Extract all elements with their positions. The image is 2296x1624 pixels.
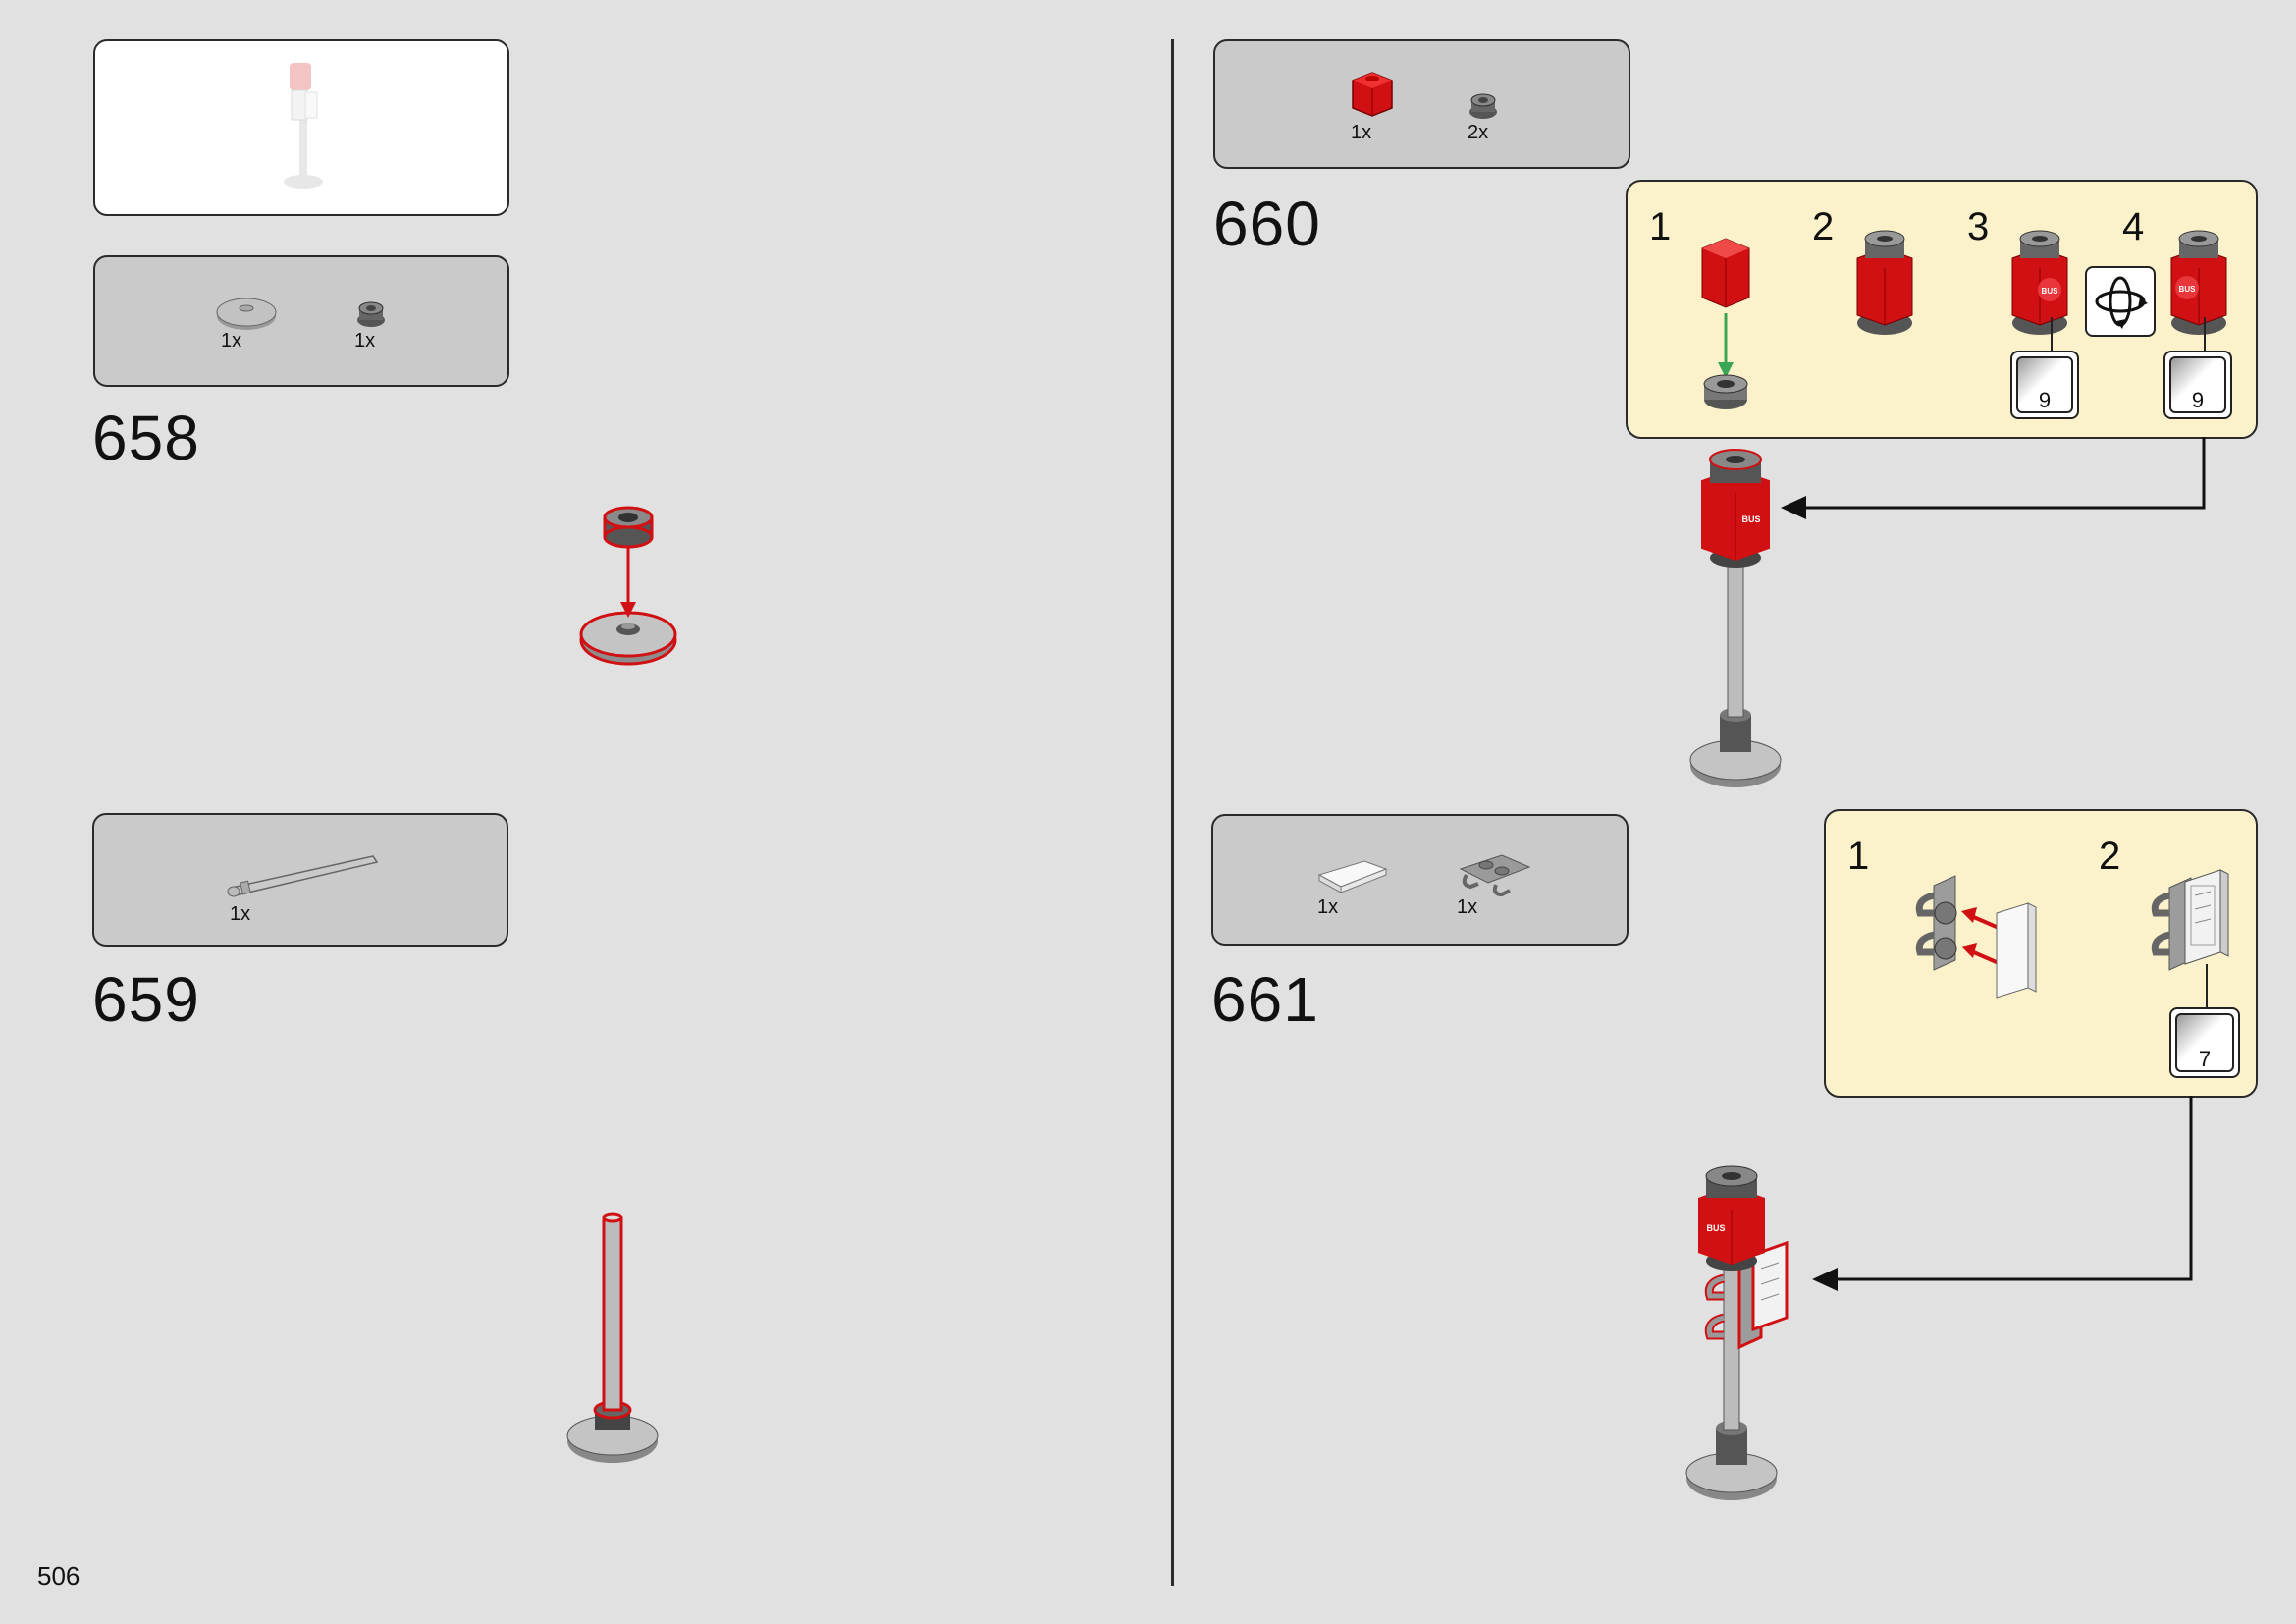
preview-box — [93, 39, 509, 216]
step-661-build-image: BUS — [1685, 1165, 1789, 1500]
red-brick-icon — [1352, 72, 1393, 117]
substep-number: 4 — [2122, 205, 2145, 248]
parts-box-660: 1x 2x — [1213, 39, 1630, 169]
bus-sticker-label: BUS — [1706, 1223, 1725, 1233]
substep-3-image: BUS — [2011, 230, 2068, 335]
callout-arrow-661 — [1812, 1096, 2193, 1291]
substep-1-image — [1915, 875, 2037, 999]
sticker-number: 9 — [2191, 388, 2205, 412]
step-number-659: 659 — [92, 964, 200, 1035]
part-qty: 1x — [230, 903, 251, 925]
substep-number: 1 — [1649, 205, 1672, 248]
part-qty: 1x — [1457, 896, 1478, 918]
round-brick-dark-icon — [357, 301, 385, 327]
part-qty: 1x — [221, 330, 242, 352]
parts-box-661: 1x 1x — [1211, 814, 1629, 946]
substep-4-image: BUS — [2170, 230, 2227, 335]
parts-box-659: 1x — [92, 813, 508, 947]
substep-number: 3 — [1967, 205, 1990, 248]
substep-2-image — [2151, 869, 2229, 971]
sticker-number: 9 — [2038, 388, 2052, 412]
step-658-build-image — [579, 506, 677, 666]
bus-sticker-label: BUS — [2179, 285, 2197, 294]
substep-number: 2 — [1812, 205, 1835, 248]
substep-number: 2 — [2099, 835, 2121, 878]
round-plate-icon — [216, 298, 277, 330]
sticker-callout-9: 9 — [2163, 351, 2232, 419]
clip-plate-icon — [1459, 854, 1531, 897]
part-qty: 1x — [1317, 896, 1339, 918]
part-qty: 1x — [1351, 122, 1372, 143]
rotate-model-icon — [2085, 266, 2156, 337]
parts-box-658: 1x 1x — [93, 255, 509, 387]
step-659-build-image — [566, 1212, 659, 1463]
step-660-build-image: BUS — [1689, 449, 1782, 787]
part-qty: 1x — [354, 330, 376, 352]
substep-panel-661: 1 2 7 — [1824, 809, 2258, 1098]
step-number-661: 661 — [1211, 964, 1319, 1035]
step-number-658: 658 — [92, 403, 200, 473]
substep-2-image — [1856, 230, 1913, 335]
bar-pole-icon — [227, 855, 379, 897]
callout-arrow-660 — [1781, 437, 2206, 519]
page-number: 506 — [37, 1561, 80, 1591]
preview-model-image — [284, 63, 323, 189]
bus-sticker-label: BUS — [2042, 287, 2059, 296]
substep-1-image — [1701, 238, 1750, 409]
sticker-callout-7: 7 — [2169, 1007, 2240, 1078]
sticker-number: 7 — [2198, 1047, 2212, 1071]
substep-number: 1 — [1847, 835, 1870, 878]
substep-panel-660: 1 2 3 4 BUS 9 — [1626, 180, 2258, 439]
sticker-callout-9: 9 — [2010, 351, 2079, 419]
step-number-660: 660 — [1213, 189, 1321, 259]
white-tile-icon — [1317, 860, 1388, 893]
round-brick-dark-icon — [1469, 93, 1497, 119]
bus-sticker-label: BUS — [1741, 514, 1760, 524]
page-divider — [1171, 39, 1174, 1586]
part-qty: 2x — [1468, 122, 1489, 143]
